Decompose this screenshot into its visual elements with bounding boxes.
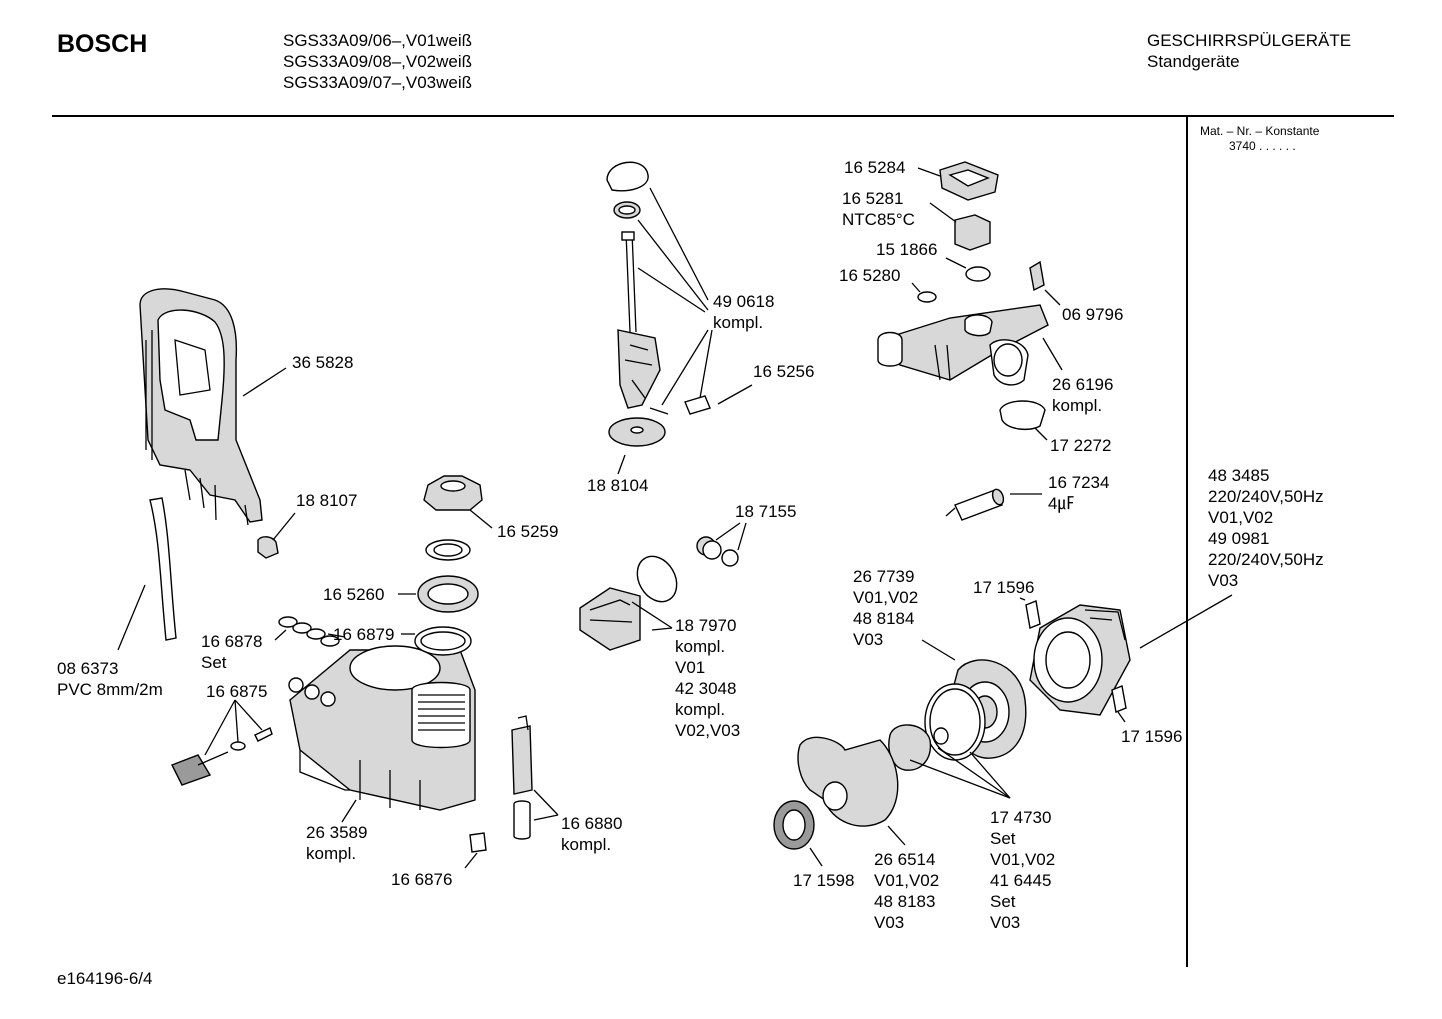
side-panel-title: Mat. – Nr. – Konstante (1200, 124, 1320, 138)
label-49-0618-b: kompl. (713, 313, 764, 332)
side-panel-divider (1186, 117, 1188, 967)
label-26-6196-a: 26 6196 (1052, 375, 1114, 394)
label-26-6514-1: 26 6514 (874, 850, 936, 869)
label-18-8104: 18 8104 (587, 476, 649, 495)
label-18-7970-3: V01 (675, 658, 706, 677)
label-26-7739-2: V01,V02 (853, 588, 919, 607)
pump-housing-drawing (888, 659, 1027, 771)
label-18-7970-6: V02,V03 (675, 721, 741, 740)
label-16-6878-a: 16 6878 (201, 632, 263, 651)
label-18-7970-4: 42 3048 (675, 679, 737, 698)
label-26-6514-3: 48 8183 (874, 892, 936, 911)
label-26-7739-3: 48 8184 (853, 609, 915, 628)
label-17-1596-bottom: 17 1596 (1121, 727, 1183, 746)
label-16-7234-a: 16 7234 (1048, 473, 1110, 492)
label-17-4730-2: Set (990, 829, 1016, 848)
label-48-3485-3: V01,V02 (1208, 508, 1274, 527)
side-panel-value: 3740 . . . . . . (1229, 139, 1296, 153)
label-26-6514-2: V01,V02 (874, 871, 940, 890)
label-18-7970-2: kompl. (675, 637, 726, 656)
label-26-3589-b: kompl. (306, 844, 357, 863)
label-17-2272: 17 2272 (1050, 436, 1112, 455)
label-48-3485-2: 220/240V,50Hz (1208, 487, 1324, 506)
label-17-1596-top: 17 1596 (973, 578, 1035, 597)
label-16-5260: 16 5260 (323, 585, 385, 604)
document-id: e164196-6/4 (57, 969, 153, 988)
label-18-7970-5: kompl. (675, 700, 726, 719)
label-16-5281-b: NTC85°C (842, 210, 915, 229)
label-16-6880-a: 16 6880 (561, 814, 623, 833)
label-18-8107: 18 8107 (296, 491, 358, 510)
label-17-4730-6: V03 (990, 913, 1021, 932)
label-49-0618-a: 49 0618 (713, 292, 775, 311)
label-18-7970-1: 18 7970 (675, 616, 737, 635)
label-16-5284: 16 5284 (844, 158, 906, 177)
label-26-7739-4: V03 (853, 630, 884, 649)
label-08-6373-a: 08 6373 (57, 659, 119, 678)
label-16-6875: 16 6875 (206, 682, 268, 701)
model-line-1: SGS33A09/06–,V01weiß (283, 31, 473, 50)
label-16-5259: 16 5259 (497, 522, 559, 541)
category-title: GESCHIRRSPÜLGERÄTE (1147, 31, 1352, 50)
label-17-4730-5: Set (990, 892, 1016, 911)
label-08-6373-b: PVC 8mm/2m (57, 680, 163, 699)
label-06-9796: 06 9796 (1062, 305, 1124, 324)
label-16-6880-b: kompl. (561, 835, 612, 854)
label-48-3485-5: 220/240V,50Hz (1208, 550, 1324, 569)
label-17-4730-1: 17 4730 (990, 808, 1052, 827)
header-rule (52, 115, 1394, 117)
label-16-5281-a: 16 5281 (842, 189, 904, 208)
label-16-6876: 16 6876 (391, 870, 453, 889)
heater-assembly-drawing (877, 161, 1049, 431)
label-18-7155: 18 7155 (735, 502, 797, 521)
label-15-1866: 15 1866 (876, 240, 938, 259)
model-line-2: SGS33A09/08–,V02weiß (283, 52, 473, 71)
sump-part-drawing (288, 645, 476, 811)
label-26-6514-4: V03 (874, 913, 905, 932)
label-48-3485-4: 49 0981 (1208, 529, 1270, 548)
label-48-3485-6: V03 (1208, 571, 1239, 590)
label-16-6879: 16 6879 (333, 625, 395, 644)
label-16-5280: 16 5280 (839, 266, 901, 285)
label-17-4730-3: V01,V02 (990, 850, 1056, 869)
label-17-1598: 17 1598 (793, 871, 855, 890)
label-16-7234-b: 4㎌ (1048, 494, 1075, 513)
label-16-6878-b: Set (201, 653, 227, 672)
model-line-3: SGS33A09/07–,V03weiß (283, 73, 473, 92)
label-48-3485-1: 48 3485 (1208, 466, 1270, 485)
label-26-6196-b: kompl. (1052, 396, 1103, 415)
label-26-7739-1: 26 7739 (853, 567, 915, 586)
subcategory-title: Standgeräte (1147, 52, 1240, 71)
brand-logo: BOSCH (57, 30, 148, 58)
label-17-4730-4: 41 6445 (990, 871, 1052, 890)
label-16-5256: 16 5256 (753, 362, 815, 381)
motor-drawing (1025, 600, 1131, 716)
label-36-5828: 36 5828 (292, 353, 354, 372)
brine-valve-drawing (606, 161, 711, 415)
label-26-3589-a: 26 3589 (306, 823, 368, 842)
frame-part-drawing (139, 288, 263, 526)
